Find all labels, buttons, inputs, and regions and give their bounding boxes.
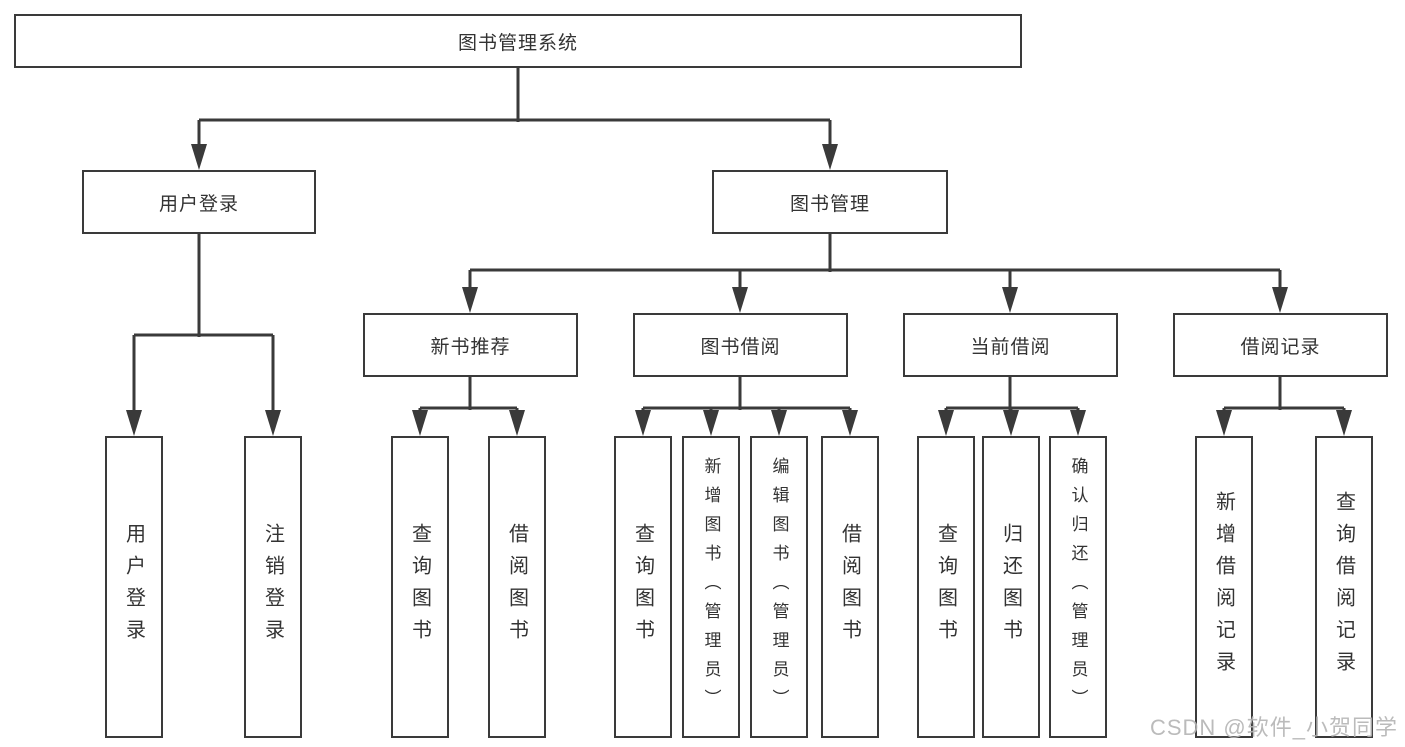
node-new-book-recommend-label: 新书推荐: [430, 336, 511, 358]
arrowhead-icon: [938, 410, 954, 436]
leaf-edit-book-admin-label: 编辑图书（管理员）: [769, 456, 789, 718]
leaf-return-book-label: 归还图书: [999, 523, 1022, 651]
csdn-watermark: CSDN @软件_小贺同学: [1149, 715, 1398, 740]
leaf-add-book-admin-label: 新增图书（管理员）: [701, 456, 721, 718]
arrowhead-icon: [412, 410, 428, 436]
leaf-current-query-book: 查询图书: [917, 436, 975, 738]
arrowheads: [126, 144, 1352, 436]
node-borrow-records: 借阅记录: [1173, 313, 1388, 377]
leaf-confirm-return-admin: 确认归还（管理员）: [1049, 436, 1107, 738]
arrowhead-icon: [822, 144, 838, 170]
node-current-borrow-label: 当前借阅: [970, 336, 1051, 358]
arrowhead-icon: [1272, 287, 1288, 313]
arrowhead-icon: [732, 287, 748, 313]
arrowhead-icon: [1216, 410, 1232, 436]
node-root: 图书管理系统: [14, 14, 1022, 68]
arrowhead-icon: [1336, 410, 1352, 436]
leaf-user-login: 用户登录: [105, 436, 163, 738]
leaf-current-query-book-label: 查询图书: [934, 523, 957, 651]
arrowhead-icon: [191, 144, 207, 170]
node-book-management: 图书管理: [712, 170, 948, 234]
arrowhead-icon: [1002, 287, 1018, 313]
arrowhead-icon: [635, 410, 651, 436]
leaf-query-borrow-record-label: 查询借阅记录: [1332, 491, 1355, 683]
leaf-query-borrow-record: 查询借阅记录: [1315, 436, 1373, 738]
arrowhead-icon: [509, 410, 525, 436]
leaf-recommend-query-book-label: 查询图书: [408, 523, 431, 651]
node-book-borrow-label: 图书借阅: [700, 336, 781, 358]
arrowhead-icon: [265, 410, 281, 436]
leaf-return-book: 归还图书: [982, 436, 1040, 738]
arrowhead-icon: [1003, 410, 1019, 436]
arrowhead-icon: [703, 410, 719, 436]
leaf-borrow-query-book-label: 查询图书: [631, 523, 654, 651]
leaf-add-book-admin: 新增图书（管理员）: [682, 436, 740, 738]
leaf-borrow-query-book: 查询图书: [614, 436, 672, 738]
leaf-logout: 注销登录: [244, 436, 302, 738]
leaf-recommend-query-book: 查询图书: [391, 436, 449, 738]
arrowhead-icon: [462, 287, 478, 313]
node-borrow-records-label: 借阅记录: [1240, 336, 1321, 358]
leaf-logout-label: 注销登录: [261, 523, 284, 651]
leaf-confirm-return-admin-label: 确认归还（管理员）: [1068, 456, 1088, 718]
leaf-recommend-borrow-book: 借阅图书: [488, 436, 546, 738]
node-current-borrow: 当前借阅: [903, 313, 1118, 377]
node-new-book-recommend: 新书推荐: [363, 313, 578, 377]
leaf-borrow-book: 借阅图书: [821, 436, 879, 738]
node-book-borrow: 图书借阅: [633, 313, 848, 377]
arrowhead-icon: [126, 410, 142, 436]
node-book-management-label: 图书管理: [789, 193, 870, 215]
leaf-user-login-label: 用户登录: [122, 523, 145, 651]
leaf-add-borrow-record: 新增借阅记录: [1195, 436, 1253, 738]
leaf-recommend-borrow-book-label: 借阅图书: [505, 523, 528, 651]
leaf-borrow-book-label: 借阅图书: [838, 523, 861, 651]
arrowhead-icon: [842, 410, 858, 436]
node-user-login: 用户登录: [82, 170, 316, 234]
leaf-edit-book-admin: 编辑图书（管理员）: [750, 436, 808, 738]
node-user-login-label: 用户登录: [158, 193, 239, 215]
arrowhead-icon: [1070, 410, 1086, 436]
arrowhead-icon: [771, 410, 787, 436]
node-root-label: 图书管理系统: [457, 32, 578, 54]
leaf-add-borrow-record-label: 新增借阅记录: [1212, 491, 1235, 683]
